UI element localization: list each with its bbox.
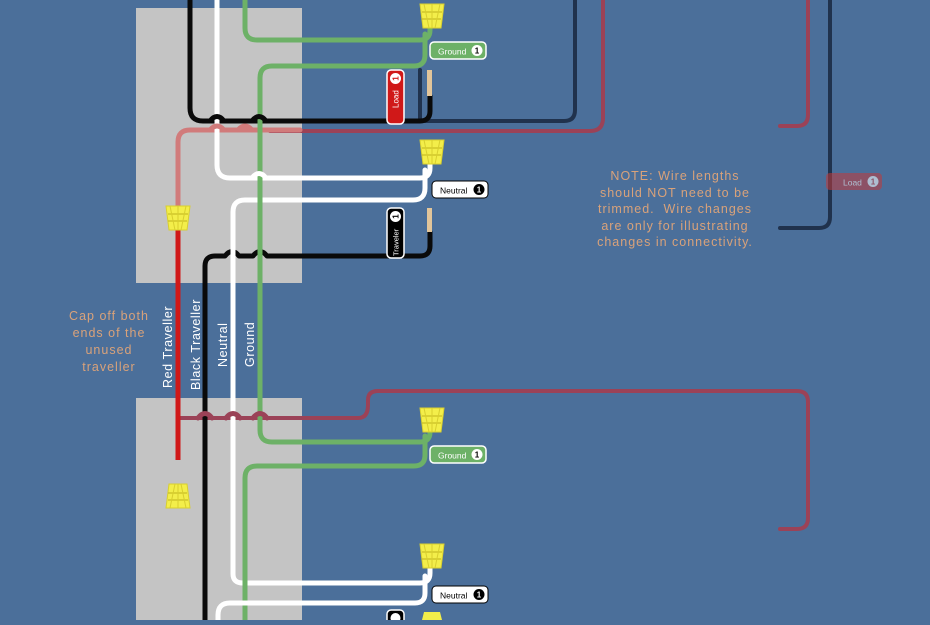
ground-wire-bottom: [242, 433, 428, 623]
white-wire-top: [214, 0, 433, 181]
ground-wire-top: [242, 0, 433, 43]
svg-text:Load: Load: [392, 90, 401, 108]
wire-nut-red-lower: [165, 483, 191, 509]
svg-text:1: 1: [871, 178, 876, 187]
jump-white-over-ground: [249, 171, 269, 181]
tag-partial-bottom: [386, 609, 405, 625]
tag-neutral-bottom: Neutral 1: [431, 585, 489, 604]
load-wire-right: [778, 0, 810, 128]
note-wire-lengths: NOTE: Wire lengths should NOT need to be…: [597, 169, 753, 249]
tag-ground-top: Ground 1: [429, 41, 487, 60]
jump-black-over-ground: [249, 114, 269, 124]
load-wire-top: [268, 0, 605, 133]
jump-black-over-white: [207, 114, 227, 124]
faded-red-traveller: [175, 127, 303, 215]
tag-neutral-top: Neutral 1: [431, 180, 489, 199]
note-cap-off: Cap off both ends of the unused travelle…: [69, 309, 149, 374]
svg-text:1: 1: [477, 186, 482, 195]
load-wire-bottom: [178, 389, 810, 531]
load-stub-top: [427, 70, 432, 96]
svg-text:Ground: Ground: [438, 47, 467, 57]
jump-load-bottom-2: [223, 411, 243, 421]
switch-box-bottom: [136, 398, 302, 625]
traveler-stub-top: [427, 208, 432, 232]
wire-nut-partial-bottom: [422, 612, 442, 620]
navy-wire-right: [778, 0, 832, 230]
wire-nut-red-upper: [165, 205, 191, 231]
svg-text:1: 1: [475, 451, 480, 460]
label-ground: Ground: [243, 322, 257, 367]
svg-text:Traveler: Traveler: [392, 228, 401, 256]
label-black-traveller: Black Traveller: [189, 299, 203, 390]
tag-load-faded: Load 1: [826, 173, 882, 190]
tag-traveler-top: 1 Traveler: [386, 207, 405, 259]
tag-load-top: 1 Load: [386, 69, 405, 125]
svg-text:Neutral: Neutral: [440, 591, 468, 601]
wire-nut-neutral-top: [419, 139, 445, 165]
jump-load-bottom-3: [250, 411, 270, 421]
tag-ground-bottom: Ground 1: [429, 445, 487, 464]
wire-nut-neutral-bottom: [419, 543, 445, 569]
label-red-traveller: Red Traveller: [161, 306, 175, 388]
label-neutral: Neutral: [216, 323, 230, 368]
wire-nut-ground-top: [419, 3, 445, 29]
white-wire-bottom: [215, 573, 428, 623]
wire-nut-ground-bottom: [419, 407, 445, 433]
jump-load-bottom-1: [195, 411, 215, 421]
black-wire-top: [187, 0, 433, 124]
black-traveller-wire: [202, 229, 433, 623]
jump-faded-red-2: [235, 123, 255, 133]
svg-text:1: 1: [392, 76, 401, 81]
svg-text:Load: Load: [843, 178, 862, 188]
svg-text:Ground: Ground: [438, 451, 467, 461]
svg-text:Neutral: Neutral: [440, 186, 468, 196]
jump-faded-red-1: [207, 123, 227, 133]
navy-wire-top: [418, 0, 577, 123]
svg-text:1: 1: [475, 47, 480, 56]
svg-text:1: 1: [392, 214, 401, 219]
svg-text:1: 1: [477, 591, 482, 600]
